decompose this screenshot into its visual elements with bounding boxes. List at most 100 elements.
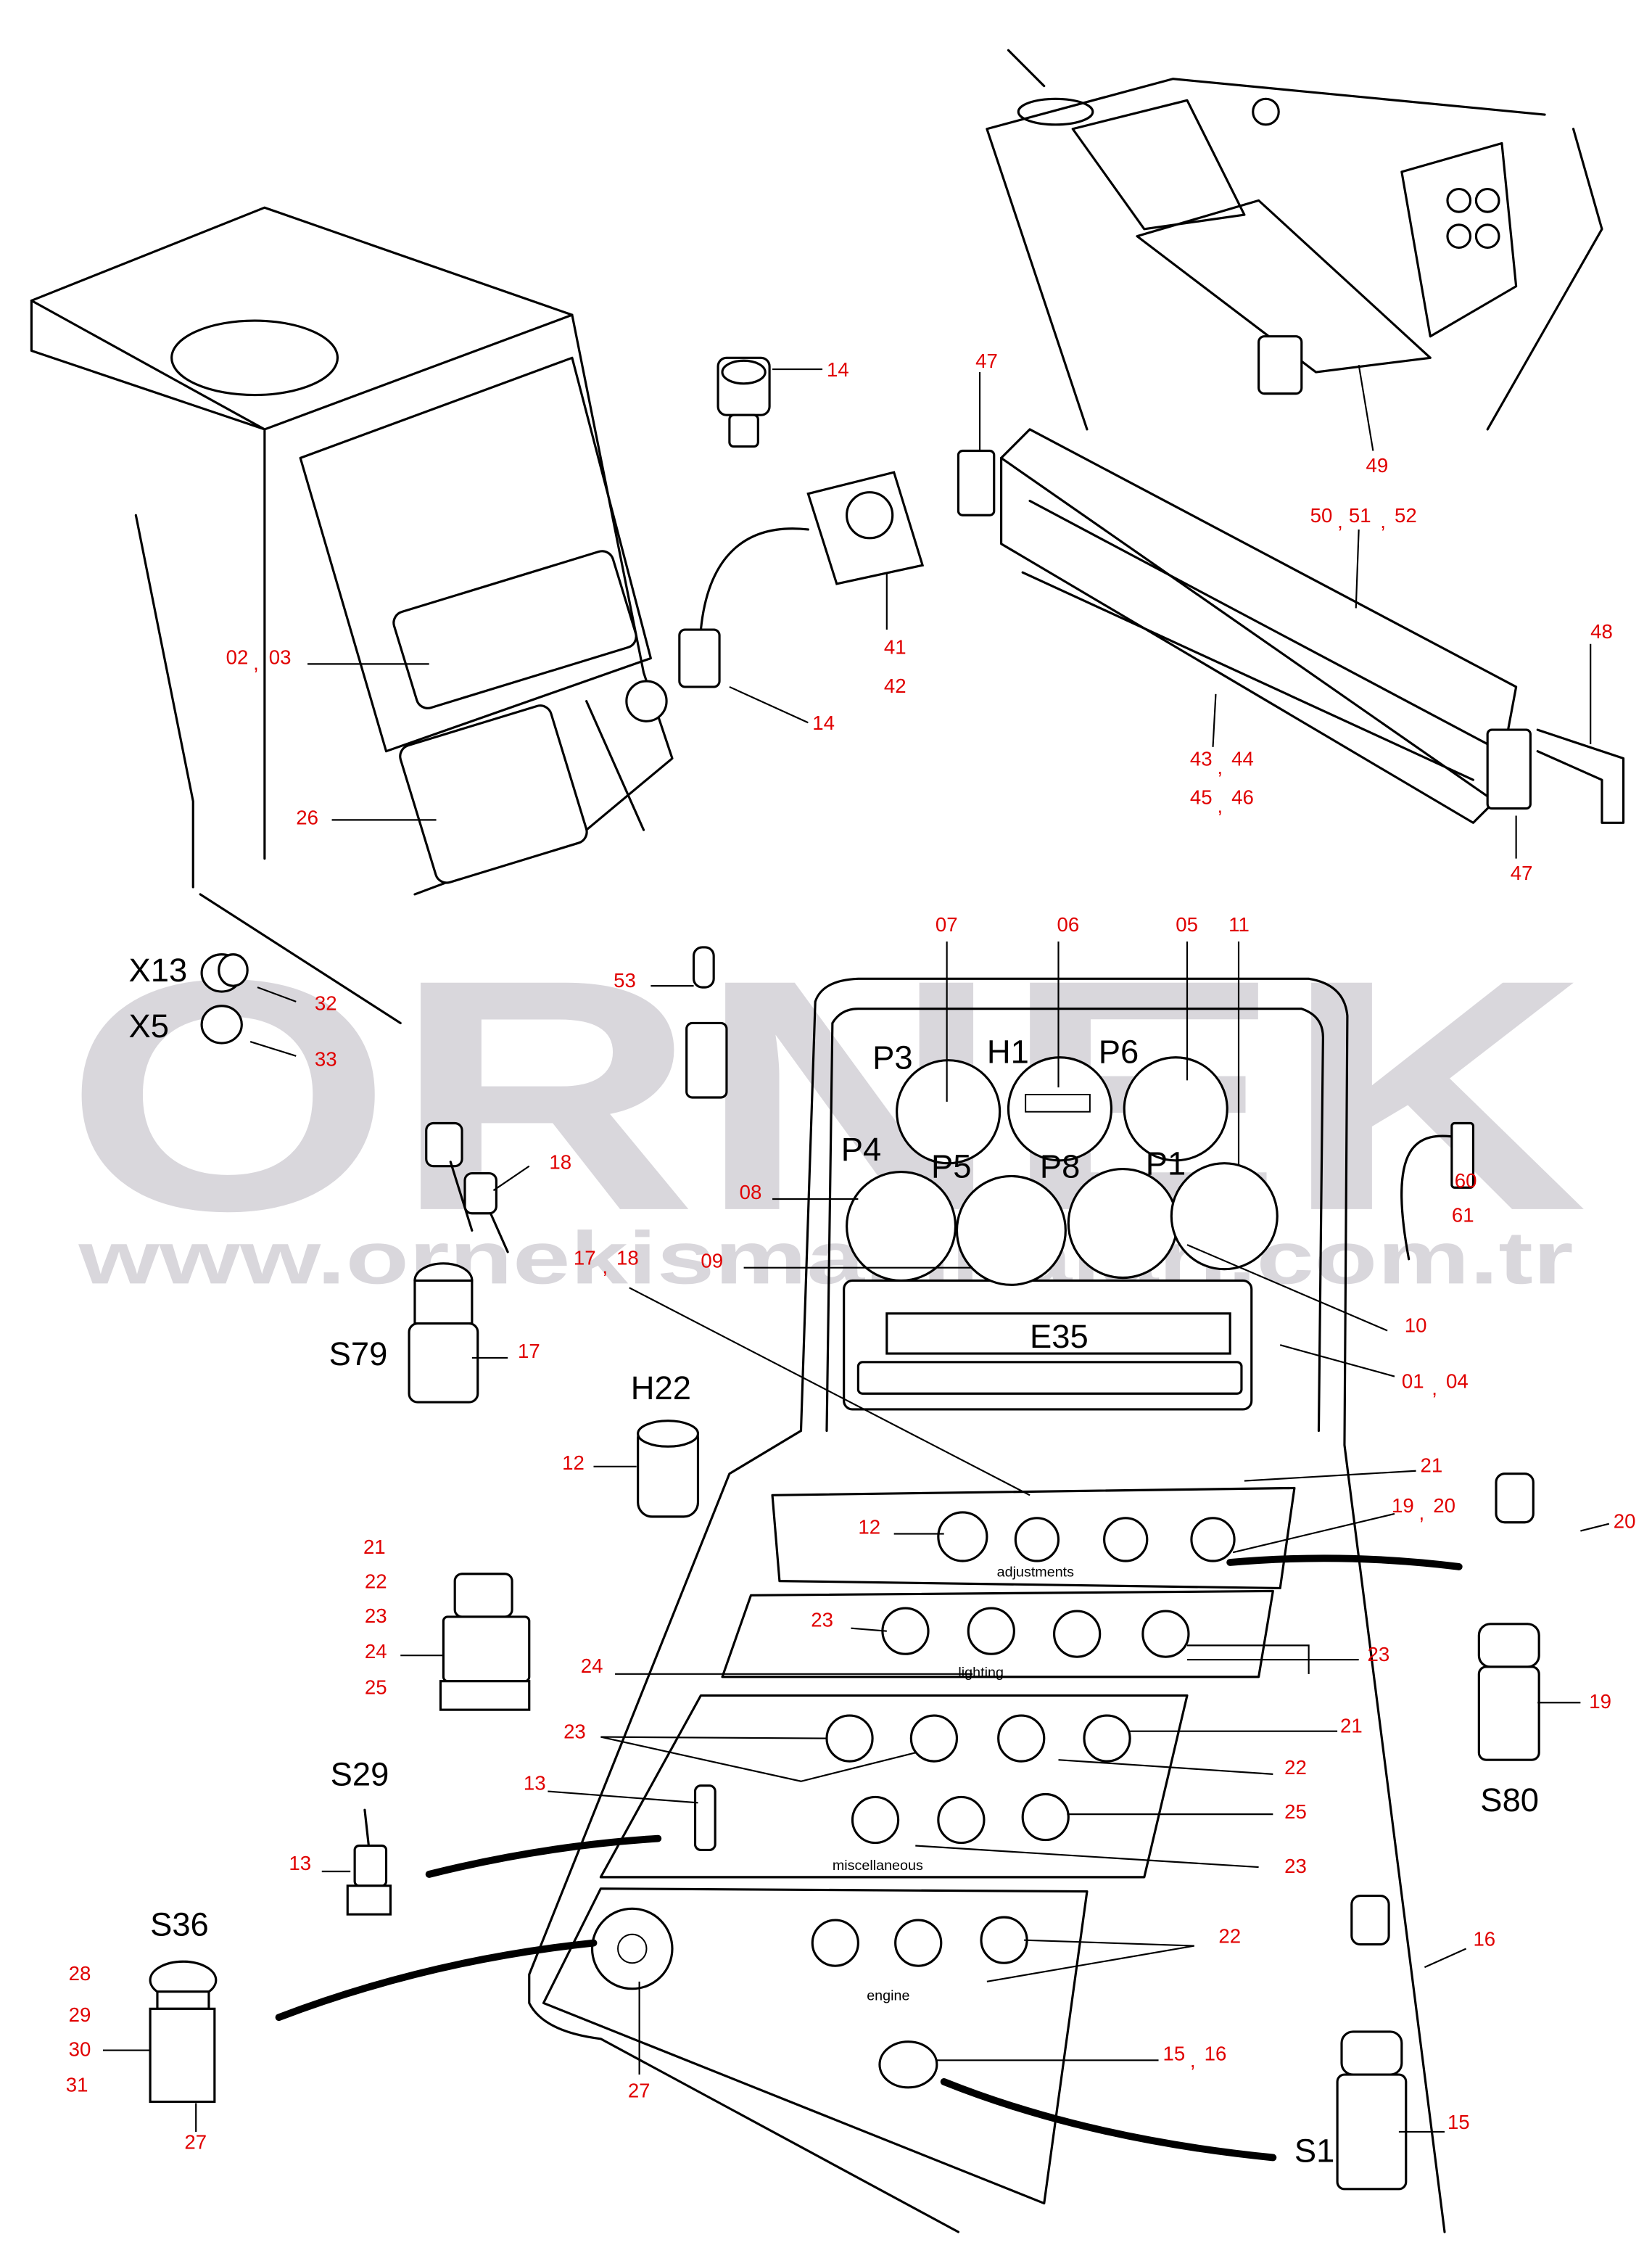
dashboard-console bbox=[528, 977, 1446, 2233]
part-number: 03 bbox=[269, 646, 292, 668]
part-number: 17 bbox=[574, 1247, 596, 1269]
emergency-stop-s36 bbox=[149, 1960, 218, 2104]
label-p4: P4 bbox=[841, 1131, 881, 1168]
label-h22: H22 bbox=[631, 1369, 691, 1406]
gauge-p6 bbox=[1123, 1056, 1228, 1162]
part-number: 22 bbox=[365, 1570, 387, 1592]
indicator-h22 bbox=[637, 1420, 700, 1518]
label-p3: P3 bbox=[872, 1039, 912, 1076]
toggle-switch-s29 bbox=[346, 1808, 392, 1916]
section-lighting: lighting bbox=[958, 1665, 1004, 1681]
part-number: 41 bbox=[884, 636, 906, 659]
part-number: 49 bbox=[1366, 454, 1389, 477]
part-number: 27 bbox=[184, 2131, 207, 2154]
label-s36: S36 bbox=[150, 1906, 209, 1943]
part-number: 32 bbox=[315, 992, 337, 1015]
part-number: 53 bbox=[614, 969, 636, 992]
label-p5: P5 bbox=[931, 1148, 971, 1185]
gauge-p5 bbox=[955, 1174, 1067, 1286]
part-number: 18 bbox=[616, 1247, 639, 1269]
part-number: 27 bbox=[628, 2080, 651, 2102]
label-s29: S29 bbox=[331, 1756, 389, 1793]
part-number: 42 bbox=[884, 675, 906, 697]
gauge-p1 bbox=[1170, 1162, 1279, 1271]
part-number: 21 bbox=[363, 1536, 386, 1558]
watermark: ORNEK www.ornekismakinalari.com.tr bbox=[65, 912, 1587, 1300]
separator: , bbox=[1217, 794, 1223, 817]
gauges bbox=[846, 1056, 1279, 1286]
part-number: 24 bbox=[365, 1640, 387, 1663]
part-number: 44 bbox=[1231, 747, 1254, 770]
part-number: 22 bbox=[1284, 1756, 1307, 1779]
part-number: 23 bbox=[1284, 1855, 1307, 1877]
part-number: 23 bbox=[365, 1605, 387, 1627]
part-number: 12 bbox=[562, 1451, 585, 1474]
separator: , bbox=[1432, 1377, 1437, 1399]
part-number: 06 bbox=[1057, 913, 1080, 936]
part-number: 45 bbox=[1190, 786, 1213, 809]
harness-60-61 bbox=[1400, 1121, 1475, 1261]
part-number: 15 bbox=[1162, 2042, 1185, 2064]
label-p8: P8 bbox=[1040, 1148, 1080, 1185]
part-number: 22 bbox=[1218, 1925, 1241, 1948]
cable bbox=[1226, 1554, 1463, 1570]
part-number: 16 bbox=[1473, 1928, 1495, 1951]
bulb bbox=[685, 946, 728, 1099]
separator: , bbox=[1337, 510, 1343, 532]
key-18 bbox=[425, 1121, 509, 1253]
panel-section-labels: adjustments lighting miscellaneous engin… bbox=[833, 1565, 1074, 2004]
key-switch-s79 bbox=[408, 1262, 479, 1404]
separator: , bbox=[602, 1256, 608, 1278]
cable bbox=[940, 2077, 1277, 2162]
key-switch-s80 bbox=[1477, 1472, 1540, 1761]
label-p1: P1 bbox=[1146, 1145, 1186, 1182]
watermark-brand: ORNEK bbox=[65, 912, 1587, 1280]
part-number: 46 bbox=[1231, 786, 1254, 809]
part-number: 14 bbox=[827, 358, 849, 381]
section-engine: engine bbox=[867, 1988, 909, 2004]
part-number: 09 bbox=[701, 1250, 723, 1272]
rocker-switch bbox=[439, 1573, 531, 1711]
part-number: 52 bbox=[1395, 504, 1417, 527]
part-number: 23 bbox=[811, 1609, 833, 1631]
part-number: 21 bbox=[1420, 1454, 1442, 1477]
part-number: 28 bbox=[69, 1962, 91, 1985]
label-s79: S79 bbox=[329, 1335, 388, 1372]
part-number: 30 bbox=[69, 2038, 91, 2060]
part-number: 05 bbox=[1176, 913, 1198, 936]
part-number: 61 bbox=[1452, 1204, 1474, 1227]
part-number: 25 bbox=[365, 1676, 387, 1698]
label-h1: H1 bbox=[987, 1034, 1029, 1071]
part-number: 13 bbox=[289, 1852, 311, 1874]
part-number: 24 bbox=[581, 1655, 603, 1677]
part-number: 23 bbox=[563, 1721, 586, 1743]
relay-module bbox=[957, 428, 1625, 824]
label-e35: E35 bbox=[1030, 1318, 1089, 1355]
gauge-p3 bbox=[896, 1059, 1001, 1165]
part-number: 12 bbox=[858, 1516, 880, 1538]
gauge-p4 bbox=[846, 1170, 957, 1282]
part-number: 47 bbox=[975, 350, 998, 372]
part-number: 47 bbox=[1511, 862, 1533, 884]
label-x5: X5 bbox=[129, 1008, 169, 1045]
part-numbers: 14 47 49 50 51 52 48 41 42 02 03 14 43 4… bbox=[66, 350, 1636, 2154]
part-number: 16 bbox=[1205, 2042, 1227, 2064]
part-number: 60 bbox=[1455, 1169, 1477, 1192]
cab-console-drawing bbox=[30, 206, 674, 1025]
connector-x13 bbox=[200, 953, 249, 993]
part-number: 14 bbox=[812, 712, 835, 734]
part-number: 21 bbox=[1340, 1715, 1363, 1737]
separator: , bbox=[1380, 510, 1386, 532]
leader-lines bbox=[103, 364, 1610, 2133]
part-number: 10 bbox=[1405, 1314, 1427, 1336]
separator: , bbox=[253, 651, 259, 674]
section-miscellaneous: miscellaneous bbox=[833, 1858, 923, 1874]
cab-interior-drawing bbox=[986, 49, 1603, 431]
part-number: 01 bbox=[1402, 1369, 1424, 1392]
work-lamp bbox=[625, 471, 925, 722]
part-number: 20 bbox=[1433, 1494, 1455, 1517]
label-s80: S80 bbox=[1480, 1781, 1539, 1818]
part-number: 07 bbox=[936, 913, 958, 936]
label-p6: P6 bbox=[1099, 1034, 1139, 1071]
